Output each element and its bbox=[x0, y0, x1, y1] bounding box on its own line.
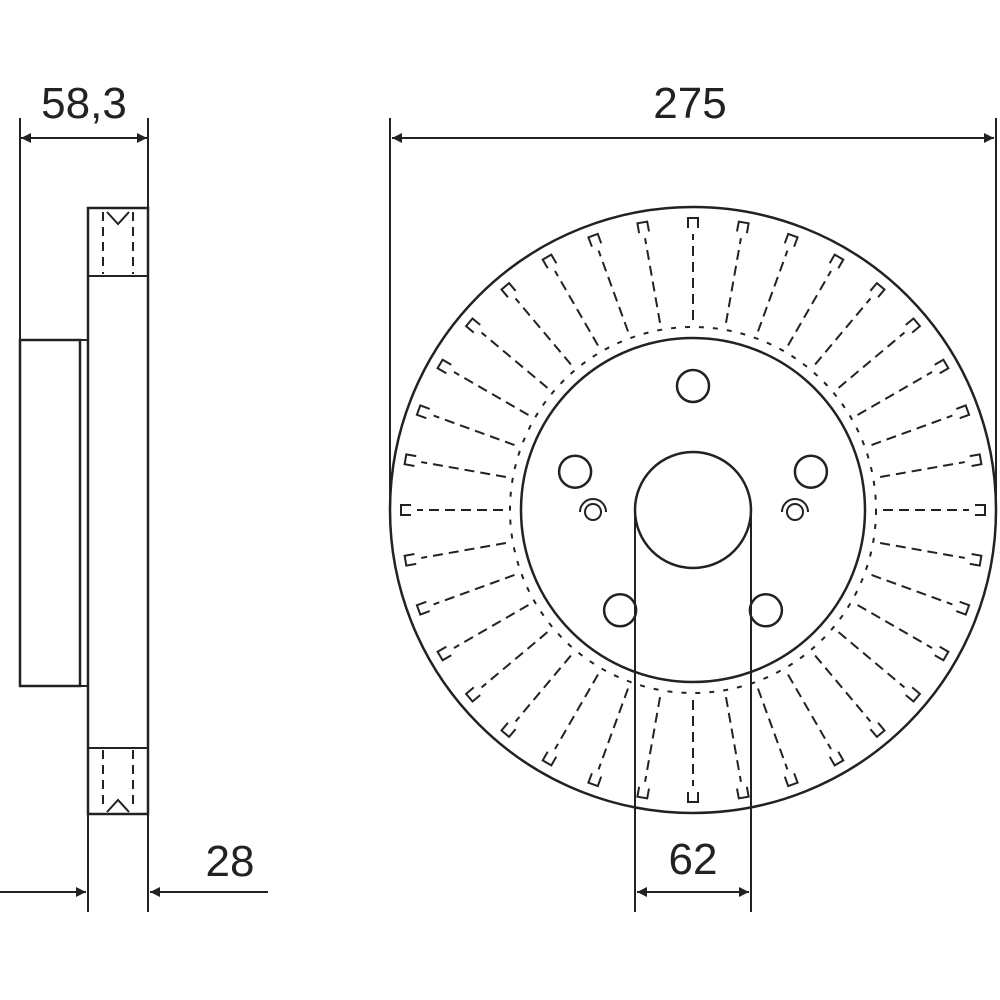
friction-ring bbox=[86, 206, 150, 816]
cooling-vane bbox=[814, 654, 886, 739]
cooling-vane bbox=[883, 504, 986, 516]
disc-outer-edge bbox=[388, 205, 998, 815]
cooling-vane bbox=[725, 220, 750, 324]
cooling-vane bbox=[541, 253, 599, 346]
bolt-hole bbox=[748, 593, 784, 628]
cooling-vane bbox=[541, 674, 599, 767]
cooling-vane bbox=[879, 542, 983, 567]
bolt-holes bbox=[557, 368, 829, 628]
dim-center-bore: 62 bbox=[669, 835, 718, 884]
cooling-vane bbox=[857, 604, 950, 662]
cooling-vane bbox=[500, 654, 572, 739]
cooling-vane bbox=[837, 317, 922, 389]
cooling-vane bbox=[814, 281, 886, 366]
vent-channel-bottom bbox=[102, 750, 134, 813]
cooling-vane bbox=[687, 217, 699, 320]
cooling-vane bbox=[403, 542, 507, 567]
cooling-vane bbox=[403, 453, 507, 478]
center-bore bbox=[633, 450, 753, 570]
cooling-vane bbox=[757, 688, 799, 788]
cooling-vane bbox=[436, 604, 529, 662]
cooling-vane bbox=[787, 674, 845, 767]
cooling-vane bbox=[879, 453, 983, 478]
cooling-vanes bbox=[400, 217, 986, 803]
bolt-hole bbox=[557, 454, 593, 489]
cooling-vane bbox=[837, 631, 922, 703]
cooling-vane bbox=[415, 574, 515, 616]
cooling-vane bbox=[857, 358, 950, 416]
bolt-hole bbox=[675, 368, 711, 404]
cooling-vane bbox=[725, 696, 750, 800]
cooling-vane bbox=[587, 688, 629, 788]
cooling-vane bbox=[636, 220, 661, 324]
cooling-vane bbox=[871, 404, 971, 446]
front-view: 275 62 bbox=[388, 79, 998, 912]
dim-disc-thickness: 28 bbox=[206, 837, 255, 886]
cooling-vane bbox=[436, 358, 529, 416]
cooling-vane bbox=[500, 281, 572, 366]
cooling-vane bbox=[415, 404, 515, 446]
dim-overall-height: 58,3 bbox=[41, 79, 127, 128]
cooling-vane bbox=[636, 696, 661, 800]
cooling-vane bbox=[871, 574, 971, 616]
hub-outline bbox=[519, 336, 867, 684]
cooling-vane bbox=[687, 700, 699, 803]
cooling-vane bbox=[464, 317, 549, 389]
hub-hat bbox=[18, 338, 82, 688]
dim-outer-diameter: 275 bbox=[653, 79, 726, 128]
bolt-hole bbox=[602, 593, 638, 628]
pin-hole-left bbox=[579, 498, 607, 521]
cooling-vane bbox=[587, 232, 629, 332]
vent-inner-ring bbox=[509, 326, 877, 694]
vent-channel-top bbox=[102, 211, 134, 274]
bolt-hole bbox=[793, 454, 829, 489]
cooling-vane bbox=[400, 504, 503, 516]
pin-hole-right bbox=[781, 498, 809, 521]
side-view: 58,3 28 bbox=[0, 79, 268, 912]
cooling-vane bbox=[757, 232, 799, 332]
cooling-vane bbox=[464, 631, 549, 703]
cooling-vane bbox=[787, 253, 845, 346]
